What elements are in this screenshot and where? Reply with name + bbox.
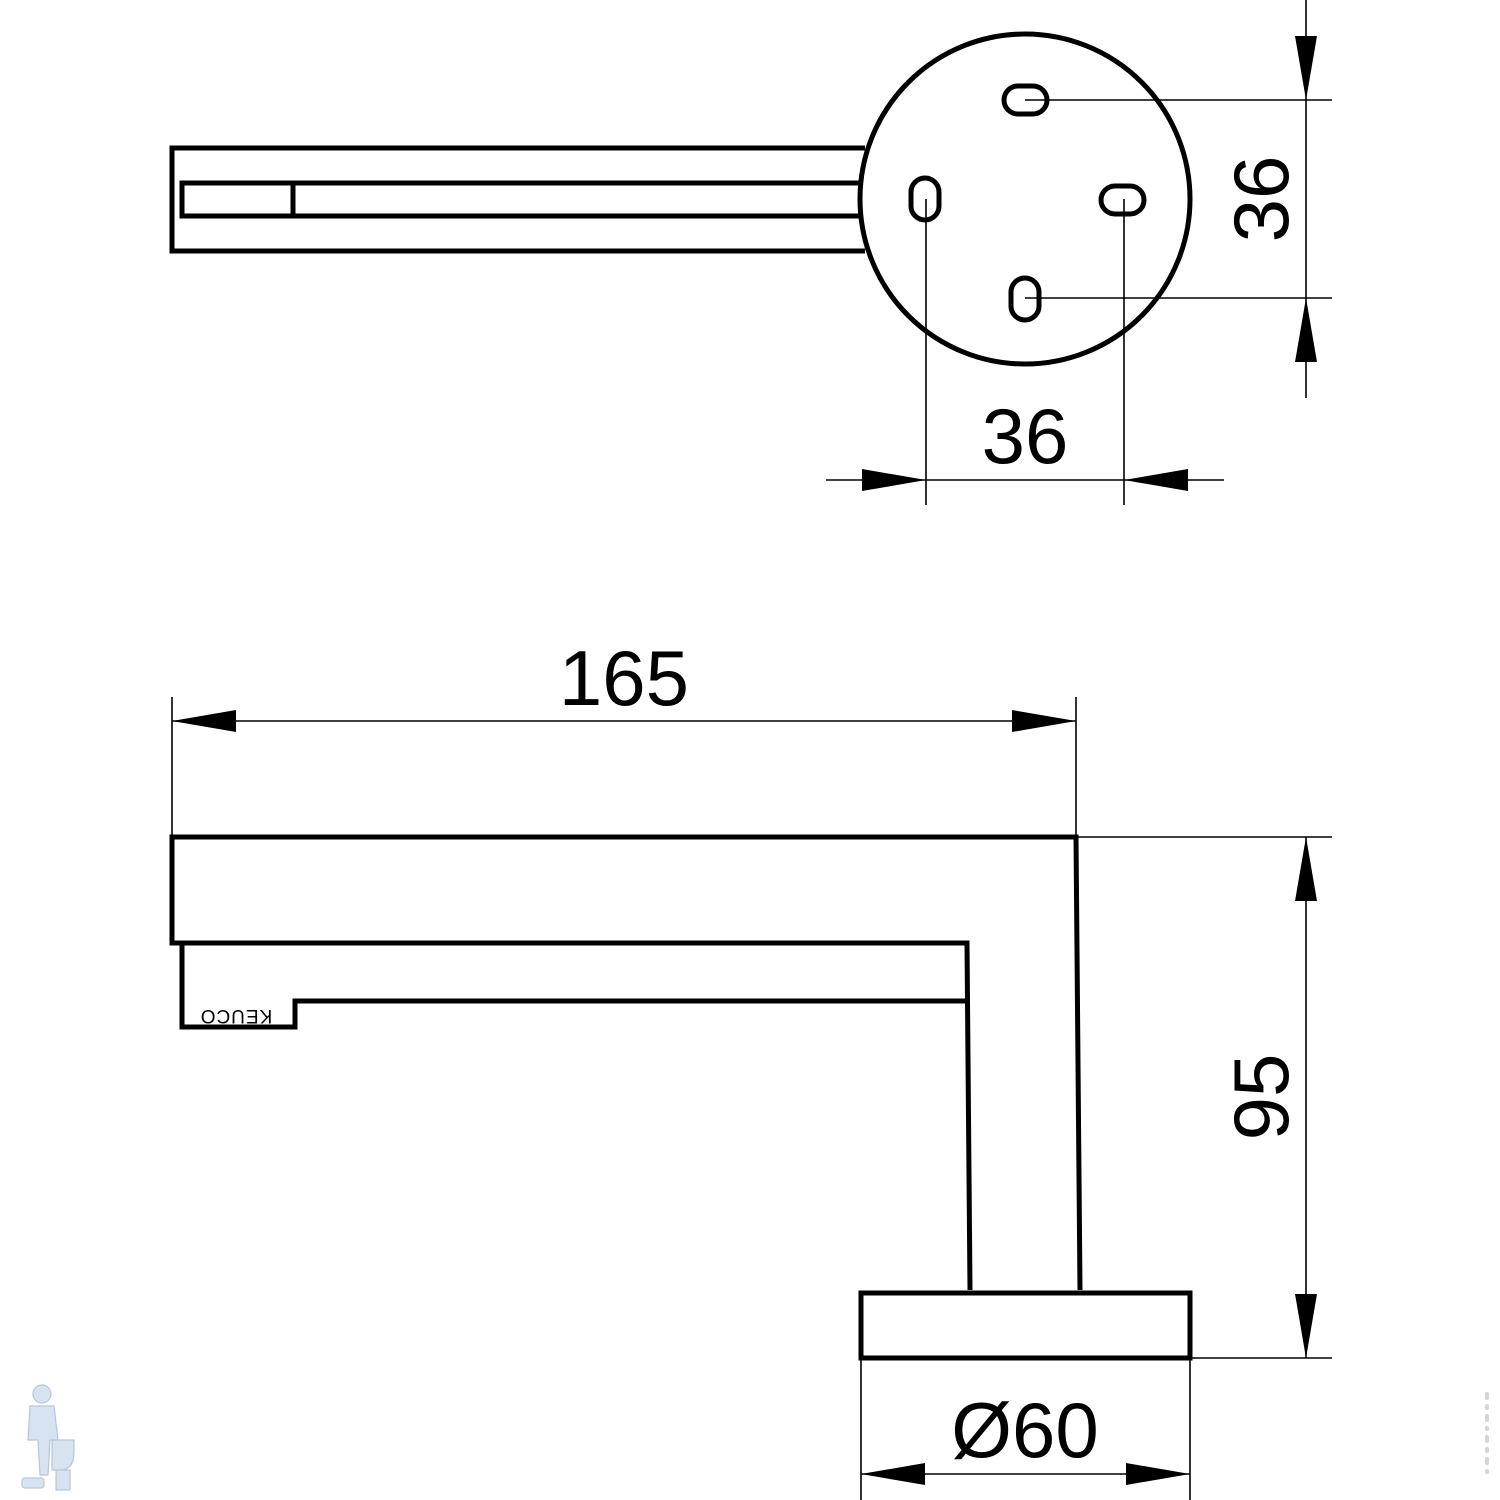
side-view-inner-profile <box>179 943 967 1030</box>
arrow-head <box>172 710 236 732</box>
arrow-head <box>1295 36 1317 100</box>
top-view: 36 36 <box>169 0 1332 505</box>
mounting-hole-left <box>908 175 942 223</box>
side-view: KEUCO 165 95 Ø60 <box>169 634 1332 1500</box>
arrow-head <box>1295 298 1317 362</box>
side-view-base-plate <box>858 1290 1193 1361</box>
top-view-arm-outline <box>169 145 865 254</box>
dimension-height: 95 <box>1076 836 1332 1359</box>
arrow-head <box>1012 710 1076 732</box>
keuco-logo-mark: KEUCO <box>200 1005 273 1026</box>
dimension-label: 36 <box>982 392 1069 480</box>
dimension-top-vertical: 36 <box>1025 0 1332 398</box>
arrow-head <box>1126 1463 1190 1485</box>
dimension-label: 95 <box>1217 1054 1305 1141</box>
arrow-head <box>861 1463 925 1485</box>
dimension-label: 165 <box>559 634 689 722</box>
plumber-watermark-icon <box>21 1384 75 1491</box>
side-view-outer-profile <box>169 834 1083 1291</box>
dimension-label: 36 <box>1217 156 1305 243</box>
mounting-hole-right <box>1098 183 1147 217</box>
arrow-head <box>862 469 926 491</box>
mounting-hole-bottom <box>1008 275 1042 323</box>
dimension-label: Ø60 <box>951 1386 1098 1474</box>
right-edge-watermark <box>1485 1392 1489 1474</box>
dimension-length: 165 <box>171 634 1077 837</box>
dimension-top-horizontal: 36 <box>826 199 1224 505</box>
arrow-head <box>1295 1294 1317 1358</box>
top-view-mounting-plate <box>857 31 1193 367</box>
dimension-base-diameter: Ø60 <box>860 1358 1191 1500</box>
arrow-head <box>1124 469 1188 491</box>
top-view-arm-slot <box>179 180 860 219</box>
arrow-head <box>1295 837 1317 901</box>
